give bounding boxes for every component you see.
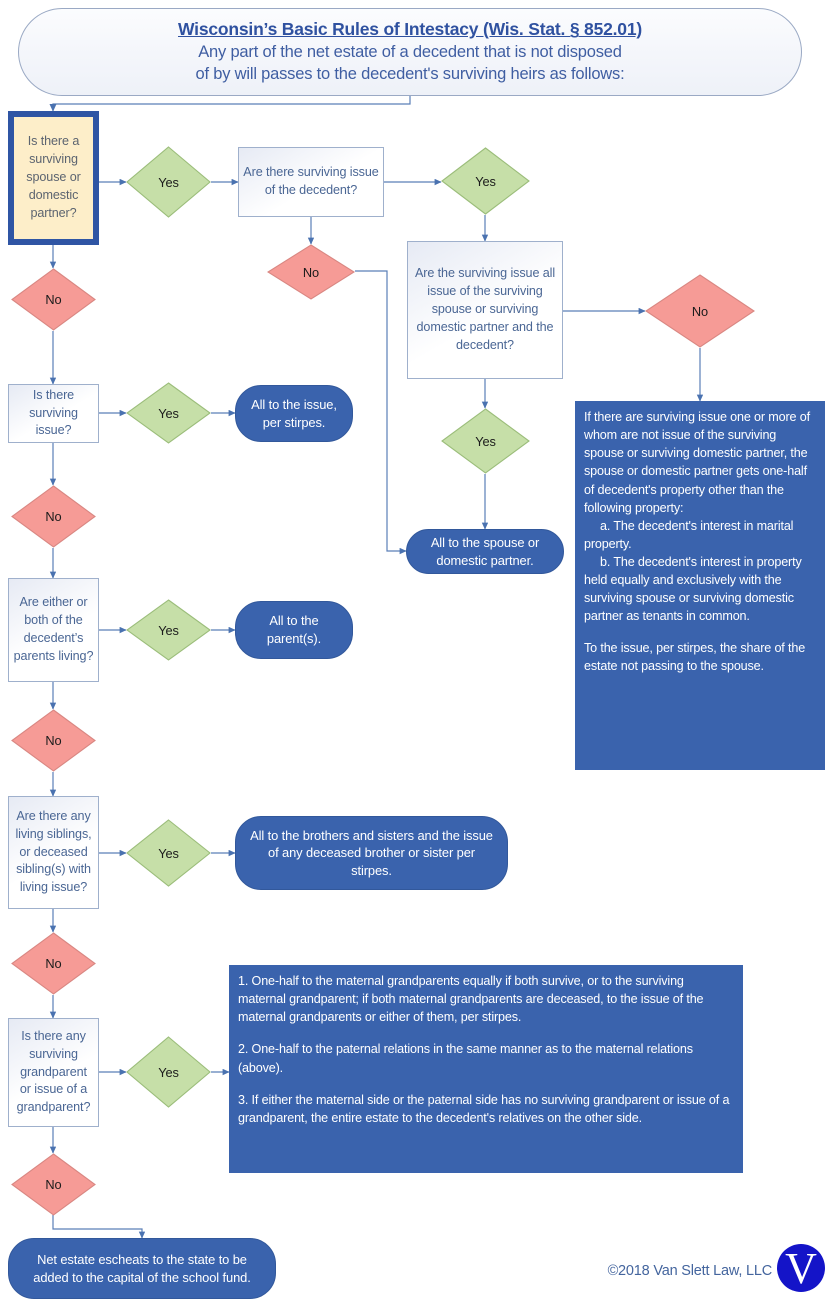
decision-label: Yes [158,405,179,421]
diamond-shape [11,932,96,995]
title-banner: Wisconsin’s Basic Rules of Intestacy (Wi… [18,8,802,96]
decision-label: No [45,733,62,748]
question-grandparents-label: Is there any surviving grandparent or is… [16,1028,91,1115]
result-all-to-spouse-label: All to the spouse or domestic partner. [430,534,540,568]
diamond-shape [126,819,211,887]
page-title: Wisconsin’s Basic Rules of Intestacy (Wi… [178,19,642,40]
decision-label: Yes [158,622,179,638]
panel-grandparent-distribution: 1. One-half to the maternal grandparents… [229,965,743,1173]
result-escheat-label: Net estate escheats to the state to be a… [33,1251,251,1285]
question-siblings-label: Are there any living siblings, or deceas… [15,808,92,895]
title-subline-2: of by will passes to the decedent's surv… [195,64,625,83]
panel-one-half-item-a: a. The decedent's interest in marital pr… [584,518,794,551]
diamond-shape [126,599,211,661]
question-siblings[interactable]: Are there any living siblings, or deceas… [8,796,99,909]
result-all-to-issue[interactable]: All to the issue, per stirpes. [235,385,353,442]
diamond-shape [11,1153,96,1216]
decision-no-issue-of-decedent[interactable]: No [267,244,355,300]
question-parents-living[interactable]: Are either or both of the decedent’s par… [8,578,99,682]
decision-no-parents[interactable]: No [11,709,96,772]
question-parents-living-label: Are either or both of the decedent’s par… [13,595,94,663]
question-surviving-issue-label: Is there surviving issue? [29,387,78,438]
question-all-issue-of-spouse[interactable]: Are the surviving issue all issue of the… [407,241,563,379]
decision-yes-spouse[interactable]: Yes [126,146,211,218]
decision-label: Yes [158,174,179,190]
diamond-shape [11,485,96,548]
copyright-text: ©2018 Van Slett Law, LLC [607,1263,773,1279]
question-surviving-spouse[interactable]: Is there a surviving spouse or domestic … [8,111,99,245]
diamond-shape [126,1036,211,1108]
panel-one-half-rule: If there are surviving issue one or more… [575,401,825,770]
panel-grandparent-item-2: 2. One-half to the paternal relations in… [238,1042,693,1075]
question-grandparents[interactable]: Is there any surviving grandparent or is… [8,1018,99,1127]
diamond-shape [126,382,211,444]
decision-label: Yes [158,845,179,861]
result-all-to-parents[interactable]: All to the parent(s). [235,601,353,659]
decision-yes-issue-of-decedent[interactable]: Yes [441,147,530,215]
decision-label: No [691,303,709,319]
title-subline-1: Any part of the net estate of a decedent… [198,43,622,62]
question-surviving-issue[interactable]: Is there surviving issue? [8,384,99,443]
decision-no-grandparents[interactable]: No [11,1153,96,1216]
van-slett-logo-icon: V [777,1244,825,1293]
decision-yes-surviving-issue[interactable]: Yes [126,382,211,444]
panel-one-half-closing: To the issue, per stirpes, the share of … [584,640,806,673]
result-all-to-spouse[interactable]: All to the spouse or domestic partner. [406,529,564,574]
decision-yes-siblings[interactable]: Yes [126,819,211,887]
result-all-to-siblings-label: All to the brothers and sisters and the … [250,827,493,878]
decision-yes-grandparents[interactable]: Yes [126,1036,211,1108]
question-issue-of-decedent-label: Are there surviving issue of the deceden… [243,165,379,197]
question-all-issue-of-spouse-label: Are the surviving issue all issue of the… [414,266,556,352]
diamond-shape [441,147,530,215]
decision-no-siblings[interactable]: No [11,932,96,995]
decision-no-spouse[interactable]: No [11,268,96,331]
panel-grandparent-item-1: 1. One-half to the maternal grandparents… [238,974,704,1025]
diamond-shape [126,146,211,218]
decision-label: Yes [475,433,496,449]
decision-no-surviving-issue[interactable]: No [11,485,96,548]
decision-yes-parents[interactable]: Yes [126,599,211,661]
decision-no-all-issue[interactable]: No [645,274,755,348]
decision-label: Yes [158,1064,179,1080]
decision-label: Yes [475,173,496,189]
decision-label: No [45,1177,62,1192]
diamond-shape [11,709,96,772]
panel-grandparent-item-3: 3. If either the maternal side or the pa… [238,1092,730,1125]
diamond-shape [441,408,530,474]
question-surviving-spouse-label: Is there a surviving spouse or domestic … [26,134,81,220]
panel-one-half-item-b: b. The decedent's interest in property h… [584,555,802,624]
result-all-to-parents-label: All to the parent(s). [266,613,322,646]
diamond-shape [645,274,755,348]
decision-label: No [45,292,62,307]
decision-yes-all-issue[interactable]: Yes [441,408,530,474]
decision-label: No [45,956,62,971]
diamond-shape [11,268,96,331]
panel-one-half-intro: If there are surviving issue one or more… [584,410,810,515]
decision-label: No [302,264,320,280]
diamond-shape [267,244,355,300]
decision-label: No [45,509,62,524]
question-issue-of-decedent[interactable]: Are there surviving issue of the deceden… [238,147,384,217]
result-all-to-issue-label: All to the issue, per stirpes. [251,396,337,430]
result-all-to-siblings[interactable]: All to the brothers and sisters and the … [235,816,508,890]
result-escheat[interactable]: Net estate escheats to the state to be a… [8,1238,276,1299]
logo-letter: V [785,1244,817,1293]
